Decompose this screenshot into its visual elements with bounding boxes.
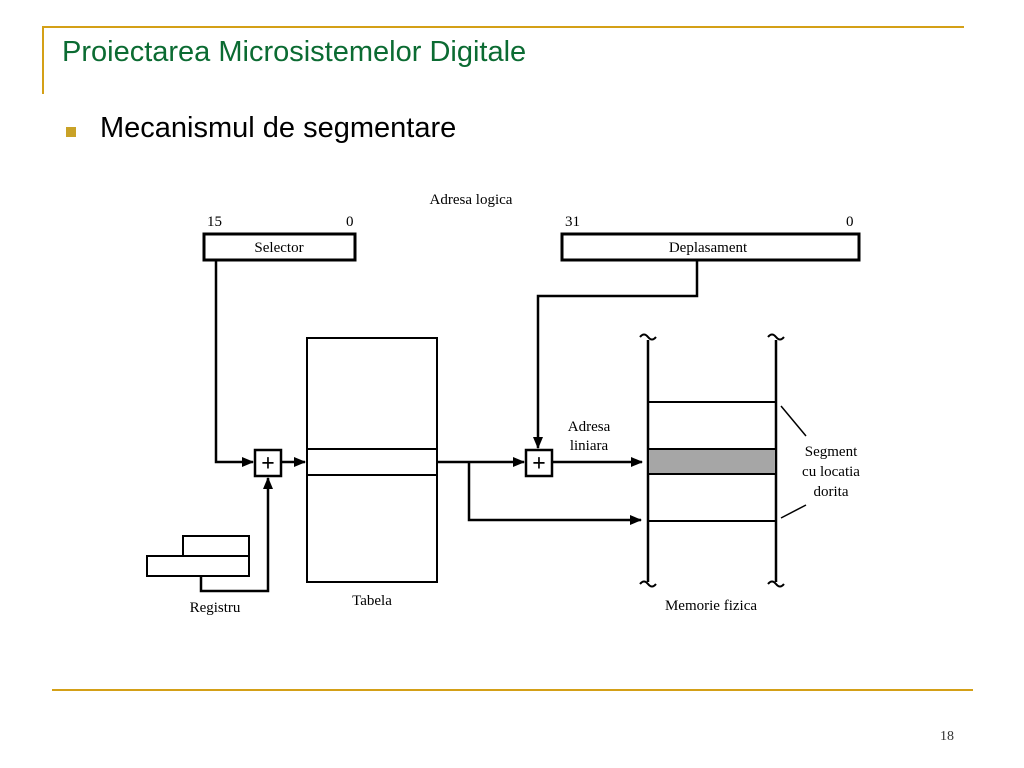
offset-to-adder-arrow [533,260,699,449]
adder-1-box [253,448,283,478]
memory-break-top-left [639,333,657,341]
footer-rule [52,689,973,691]
offset-label: Deplasament [669,240,748,256]
register-label: Registru [190,600,241,616]
frame-left-rule [42,26,44,94]
page-number: 18 [940,729,954,744]
segment-label-2: cu locatia [802,464,860,480]
segment-label-1: Segment [805,444,858,460]
table-label: Tabela [352,593,392,609]
desired-location [647,448,777,475]
selector-bit-low: 0 [346,214,354,230]
bullet-text: Mecanismul de segmentare [100,112,457,144]
offset-bit-high: 31 [565,214,580,230]
bullet-square-icon [66,127,76,137]
memory-break-bottom-left [639,580,657,588]
segment-label-3: dorita [814,484,849,500]
segment-callout-top [780,405,807,437]
register-to-adder-arrow [199,477,273,593]
frame-top-rule [44,26,964,28]
selector-to-adder-arrow [214,260,254,467]
memory-break-top-right [767,333,785,341]
memory-break-bottom-right [767,580,785,588]
slide-title: Proiectarea Microsistemelor Digitale [62,36,527,68]
adder-2-symbol: + [532,451,546,477]
table-to-memory-arrow [467,462,642,525]
linear-address-label-2: liniara [570,438,609,454]
register-back-box [182,535,250,557]
adder-1-symbol: + [261,451,275,477]
selector-bit-high: 15 [207,214,222,230]
offset-box [560,232,861,262]
descriptor-entry [306,448,438,476]
adder-2-box [524,448,554,478]
segment-callout-bottom [780,504,807,519]
register-front-box [146,555,250,577]
selector-label: Selector [254,240,303,256]
logical-address-label: Adresa logica [430,192,513,208]
selector-box [202,232,357,262]
memory-label: Memorie fizica [665,598,757,614]
offset-bit-low: 0 [846,214,854,230]
linear-address-label-1: Adresa [568,419,611,435]
